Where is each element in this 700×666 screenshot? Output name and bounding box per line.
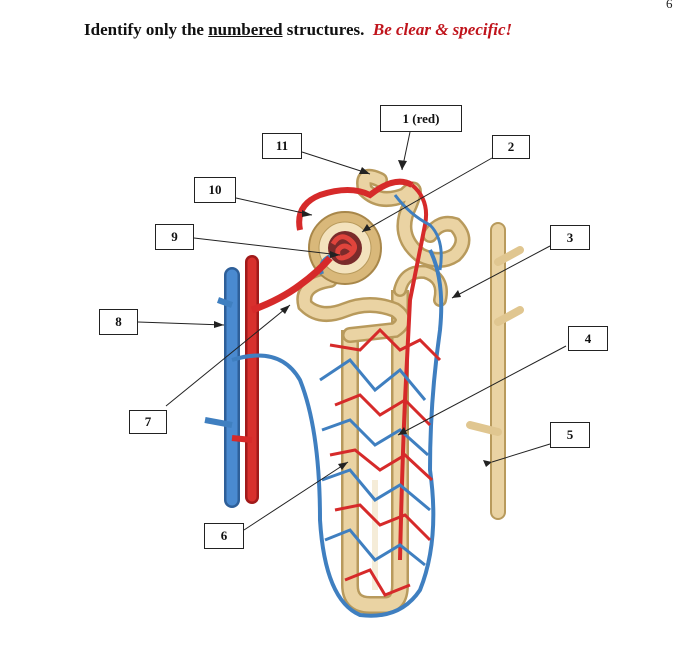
label-box-8[interactable]: 8 <box>99 309 138 335</box>
heading-underlined-word: numbered <box>208 20 283 39</box>
leader-arrowheads <box>214 160 492 470</box>
label-box-1[interactable]: 1 (red) <box>380 105 462 132</box>
label-box-5[interactable]: 5 <box>550 422 590 448</box>
leader-lines <box>137 131 567 531</box>
heading-text-1: Identify only the <box>84 20 209 39</box>
label-box-9[interactable]: 9 <box>155 224 194 250</box>
interlobular-vessels <box>204 255 259 508</box>
instruction-heading: Identify only the numbered structures. B… <box>84 20 512 40</box>
arterioles <box>250 178 429 561</box>
collecting-duct <box>466 222 524 520</box>
peritubular-capillaries <box>231 194 444 618</box>
label-box-4[interactable]: 4 <box>568 326 608 351</box>
label-box-11[interactable]: 11 <box>262 133 302 159</box>
label-box-6[interactable]: 6 <box>204 523 244 549</box>
page-number: 6 <box>666 0 673 11</box>
heading-text-2: structures. <box>282 20 365 39</box>
label-box-3[interactable]: 3 <box>550 225 590 250</box>
label-box-7[interactable]: 7 <box>129 410 167 434</box>
label-box-2[interactable]: 2 <box>492 135 530 159</box>
heading-emphasis: Be clear & specific! <box>372 20 513 39</box>
label-box-10[interactable]: 10 <box>194 177 236 203</box>
